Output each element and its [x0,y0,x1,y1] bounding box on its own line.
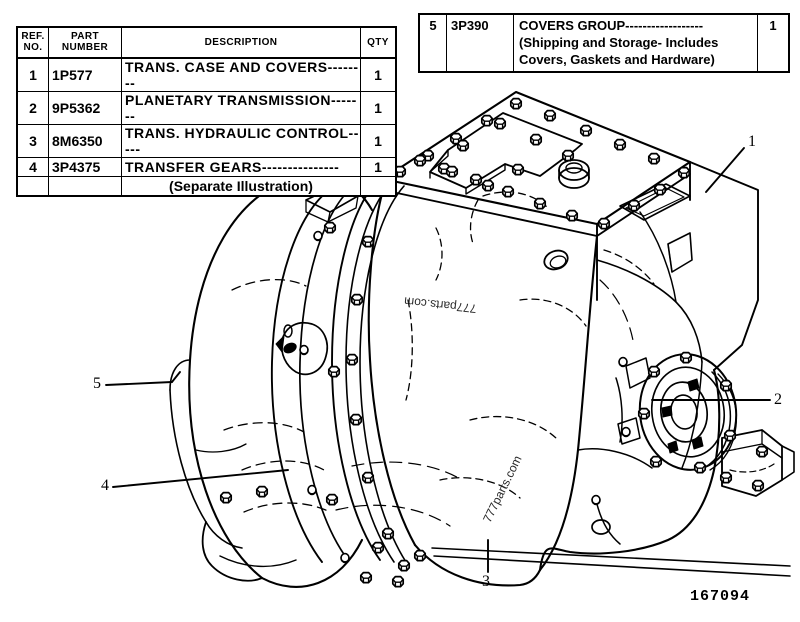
header-part-number: PART NUMBER [48,26,122,59]
cell-part-number: 9P5362 [48,91,122,125]
cell-ref-no: 4 [16,157,49,177]
cell-description: COVERS GROUP------------------ (Shipping… [513,13,758,73]
cell-qty: 1 [360,57,397,92]
header-ref-no: REF. NO. [16,26,49,59]
cell-ref-no-empty [16,176,49,197]
cell-part-number: 3P390 [446,13,514,73]
table-row: 5 3P390 COVERS GROUP------------------ (… [418,13,790,73]
cell-part-number: 3P4375 [48,157,122,177]
table-row: 3 8M6350 TRANS. HYDRAULIC CONTROL----- 1 [16,124,397,158]
callout-number-5: 5 [93,375,101,392]
cell-part-number-empty [48,176,122,197]
table-row: 1 1P577 TRANS. CASE AND COVERS-------- 1 [16,57,397,92]
drawing-number: 167094 [690,588,751,605]
callout-number-3: 3 [482,573,490,590]
header-ref-no-line2: NO. [23,42,43,53]
description-line-2: (Shipping and Storage- Includes [519,35,719,50]
header-part-number-line2: NUMBER [61,42,109,53]
cell-qty: 1 [360,91,397,125]
header-qty: QTY [360,26,397,59]
leader-line-5 [105,381,173,386]
cell-footnote: (Separate Illustration) [121,176,361,197]
leader-line-1 [705,147,745,193]
cell-description: TRANS. HYDRAULIC CONTROL----- [121,124,361,158]
leader-line-5b [171,371,181,383]
description-line-3: Covers, Gaskets and Hardware) [519,52,715,67]
covers-group-table: 5 3P390 COVERS GROUP------------------ (… [418,13,790,73]
parts-list-table: REF. NO. PART NUMBER DESCRIPTION QTY 1 1… [16,26,397,197]
leader-line-4 [112,469,289,488]
header-ref-no-line1: REF. [21,31,45,42]
cell-qty: 1 [360,157,397,177]
table-row: 2 9P5362 PLANETARY TRANSMISSION------- 1 [16,91,397,125]
cell-description: TRANS. CASE AND COVERS-------- [121,57,361,92]
cell-ref-no: 1 [16,57,49,92]
header-part-number-line1: PART [70,31,100,42]
cell-description: PLANETARY TRANSMISSION------- [121,91,361,125]
callout-number-1: 1 [748,133,756,150]
cell-qty-empty [360,176,397,197]
table-header-row: REF. NO. PART NUMBER DESCRIPTION QTY [16,26,397,59]
cell-qty: 1 [757,13,790,73]
cell-ref-no: 5 [418,13,447,73]
cell-part-number: 8M6350 [48,124,122,158]
cell-description: TRANSFER GEARS--------------- [121,157,361,177]
callout-number-4: 4 [101,477,109,494]
cell-qty: 1 [360,124,397,158]
cell-part-number: 1P577 [48,57,122,92]
cell-ref-no: 2 [16,91,49,125]
description-line-1: COVERS GROUP------------------ [519,18,704,33]
header-description: DESCRIPTION [121,26,361,59]
cell-ref-no: 3 [16,124,49,158]
table-footnote-row: (Separate Illustration) [16,176,397,197]
callout-number-2: 2 [774,391,782,408]
table-row: 4 3P4375 TRANSFER GEARS--------------- 1 [16,157,397,177]
